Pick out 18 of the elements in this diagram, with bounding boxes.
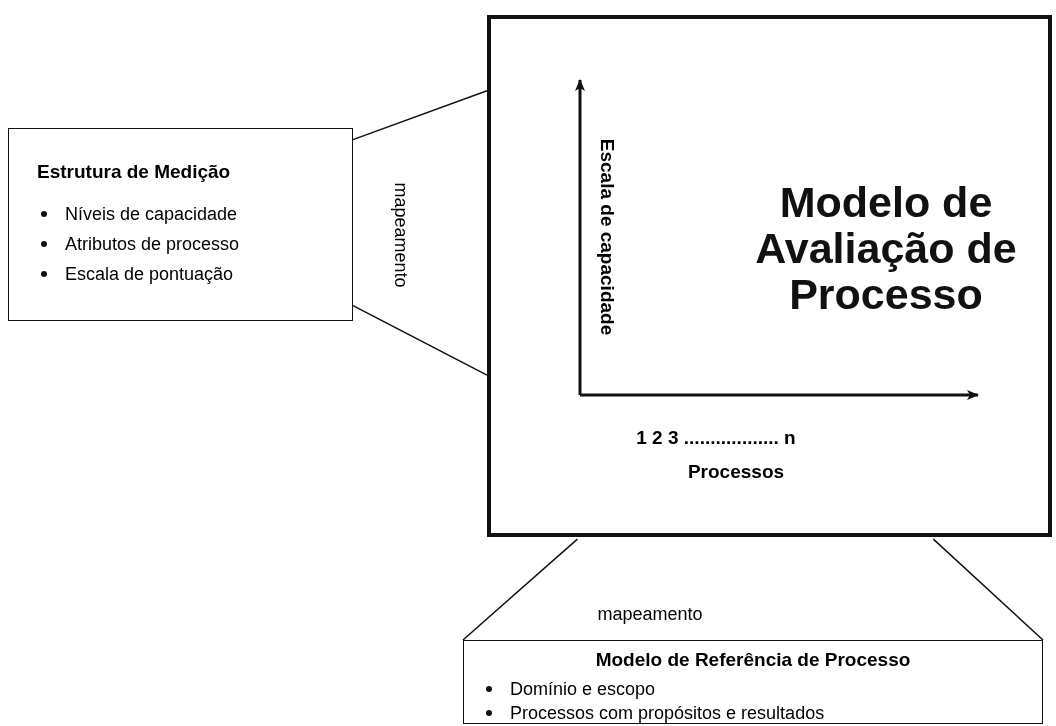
axis-label: Processos — [687, 461, 785, 483]
model-box — [8, 128, 353, 321]
process-numbers: 1 2 3 .................. n — [636, 427, 796, 449]
axis-label: Escala de capacidade — [596, 138, 618, 336]
model-box — [463, 640, 1043, 724]
model-frame — [487, 15, 1052, 537]
mapping-line — [352, 89, 488, 141]
box-heading: Estrutura de Medição — [37, 161, 231, 183]
mapping-line — [932, 538, 1044, 641]
mapping-line — [462, 538, 579, 641]
bullet-item: Níveis de capacidade — [65, 204, 238, 224]
bullet-item: Domínio e escopo — [510, 679, 656, 699]
bullet-item: Escala de pontuação — [65, 264, 234, 284]
mapping-line — [352, 304, 488, 376]
box-heading: Modelo de Referência de Processo — [595, 649, 911, 671]
bullet-item: Atributos de processo — [65, 234, 240, 254]
model-title: Modelo de Avaliação de Processo — [754, 179, 1018, 317]
bullet-item: Processos com propósitos e resultados — [510, 703, 825, 723]
